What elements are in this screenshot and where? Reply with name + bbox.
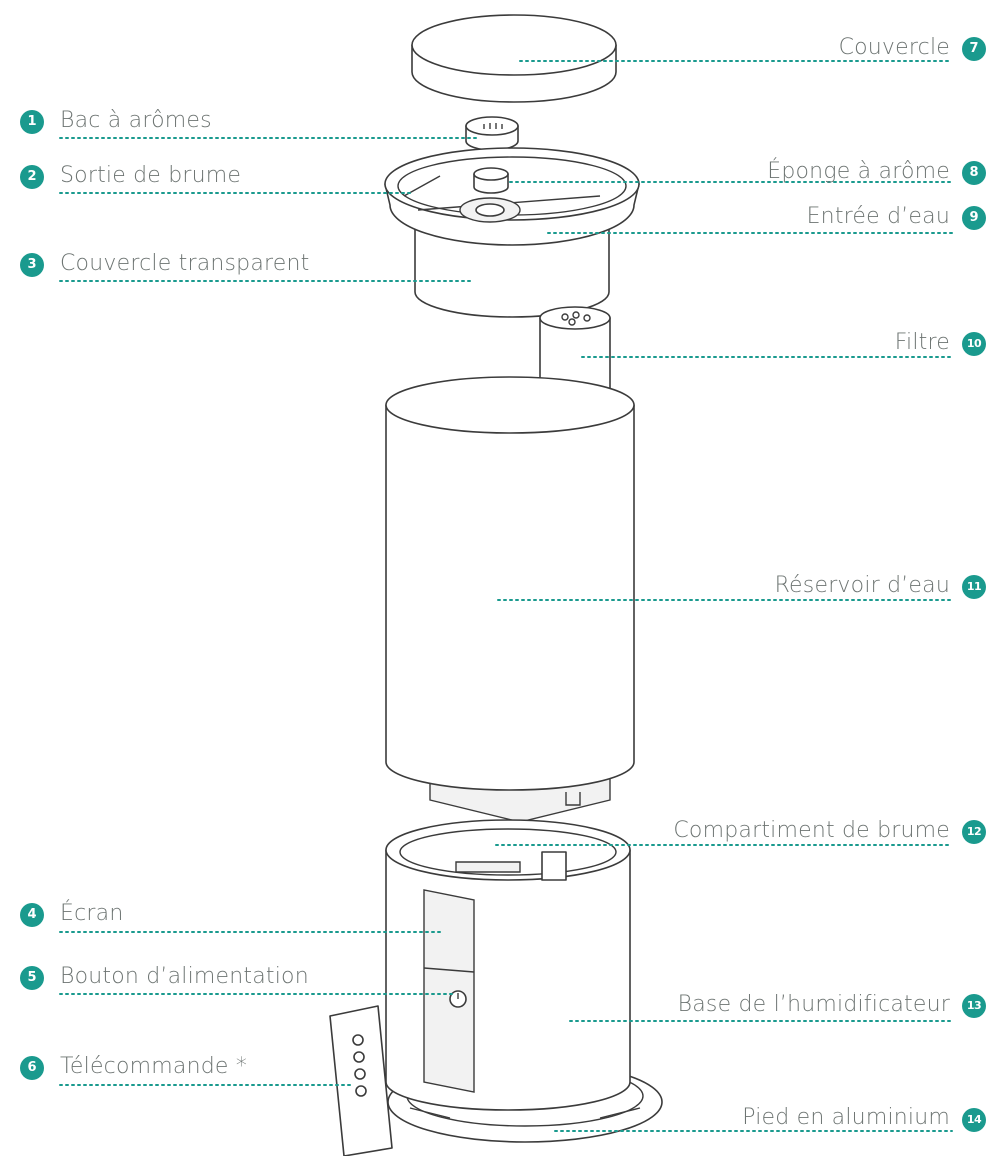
remote-control-drawing — [329, 1005, 393, 1156]
transparent-cover-drawing — [384, 147, 640, 318]
callout-10-badge: 10 — [962, 332, 986, 356]
callout-4-label: Écran — [60, 901, 124, 926]
callout-6-label: Télécommande * — [60, 1054, 248, 1079]
callout-10-label: Filtre — [894, 330, 950, 355]
callout-13-label: Base de l’humidificateur — [677, 992, 950, 1017]
callout-5-badge: 5 — [20, 966, 44, 990]
callout-12-label: Compartiment de brume — [673, 818, 950, 843]
callout-3-label: Couvercle transparent — [60, 251, 310, 276]
callout-5-label: Bouton d’alimentation — [60, 964, 309, 989]
callout-8-label: Éponge à arôme — [767, 159, 950, 184]
callout-2-badge: 2 — [20, 165, 44, 189]
callout-3-badge: 3 — [20, 253, 44, 277]
lid-drawing — [411, 14, 617, 103]
aroma-tray-drawing — [465, 116, 519, 151]
callout-12-badge: 12 — [962, 820, 986, 844]
water-tank-drawing — [385, 376, 635, 823]
callout-7-label: Couvercle — [838, 35, 950, 60]
callout-14-badge: 14 — [962, 1108, 986, 1132]
callout-13-badge: 13 — [962, 994, 986, 1018]
callout-8-badge: 8 — [962, 161, 986, 185]
callout-6-badge: 6 — [20, 1056, 44, 1080]
callout-1-badge: 1 — [20, 110, 44, 134]
callout-7-badge: 7 — [962, 37, 986, 61]
callout-4-badge: 4 — [20, 903, 44, 927]
callout-11-label: Réservoir d’eau — [774, 573, 950, 598]
callout-11-badge: 11 — [962, 575, 986, 599]
callout-9-label: Entrée d’eau — [806, 204, 950, 229]
callout-14-label: Pied en aluminium — [742, 1105, 950, 1130]
callout-2-label: Sortie de brume — [60, 163, 242, 188]
callout-1-label: Bac à arômes — [60, 108, 212, 133]
mist-outlet-drawing — [459, 197, 521, 223]
callout-9-badge: 9 — [962, 206, 986, 230]
leader-lines — [59, 60, 953, 1132]
humidifier-base-drawing — [385, 819, 663, 1143]
aroma-sponge-drawing — [473, 167, 509, 194]
